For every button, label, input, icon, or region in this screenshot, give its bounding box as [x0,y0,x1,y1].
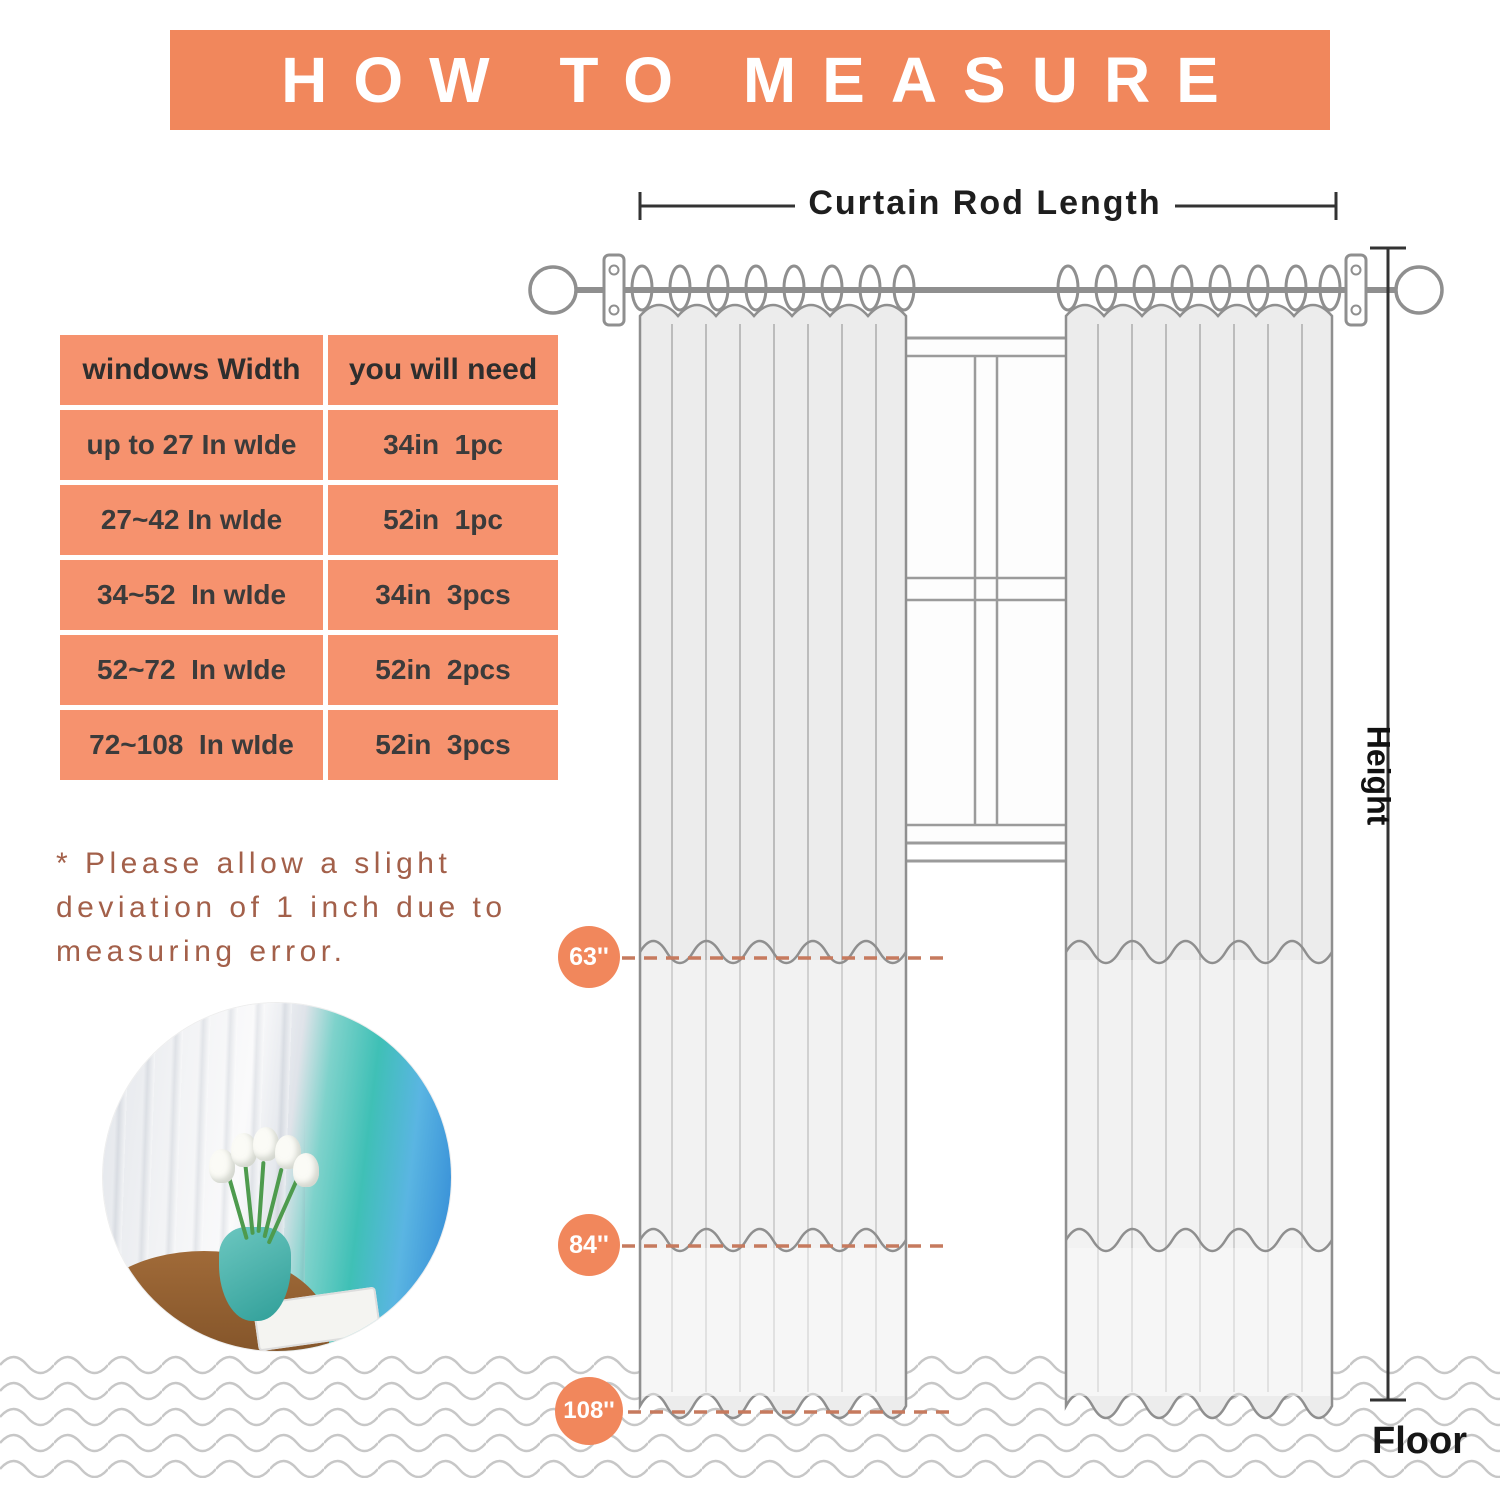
page-title: HOW TO MEASURE [281,44,1245,116]
note-line: deviation of 1 inch due to [56,891,507,924]
hem-wave-63 [638,939,908,965]
photo-tulip [293,1153,319,1187]
product-photo [103,1003,451,1351]
curtain-folds [1097,324,1303,1392]
table-cell-width: 72~108 In wIde [60,710,323,780]
table-cell-need: 34in 1pc [328,410,558,480]
size-table: windows Width you will need up to 27 In … [60,335,558,780]
table-cell-need: 34in 3pcs [328,560,558,630]
table-cell-width: 27~42 In wIde [60,485,323,555]
table-header-width: windows Width [60,335,323,405]
floor-label: Floor [1372,1420,1467,1462]
photo-tulip [253,1127,279,1161]
photo-tulip [209,1149,235,1183]
hem-wave-84 [1064,1227,1334,1253]
rod-finial-right [1394,265,1444,315]
table-cell-width: 34~52 In wIde [60,560,323,630]
curtain-panel-right [1064,303,1334,1420]
measuring-note: * Please allow a slight deviation of 1 i… [56,842,507,974]
table-cell-need: 52in 1pc [328,485,558,555]
rod-length-measure-line [638,192,1338,220]
table-cell-need: 52in 2pcs [328,635,558,705]
grommet-rings [630,264,1342,312]
rod-bracket-right [1344,253,1368,327]
length-badge-63: 63'' [558,926,620,988]
curtain-rod [528,253,1444,327]
photo-tulip [231,1133,257,1167]
length-badge-108: 108'' [555,1377,623,1445]
title-banner: HOW TO MEASURE [170,30,1330,130]
height-label: Height [1360,725,1397,826]
rod-bracket-left [602,253,626,327]
photo-teal-vase [219,1227,291,1321]
curtain-folds [671,324,877,1392]
hem-wave-63 [1064,939,1334,965]
table-cell-need: 52in 3pcs [328,710,558,780]
hem-wave-84 [638,1227,908,1253]
table-cell-width: 52~72 In wIde [60,635,323,705]
length-marker-lines [622,956,950,1414]
rod-length-label: Curtain Rod Length [808,184,1162,222]
note-line: * Please allow a slight [56,847,452,880]
length-badge-84: 84'' [558,1214,620,1276]
curtain-panel-left [638,303,908,1420]
table-cell-width: up to 27 In wIde [60,410,323,480]
height-measure-line [1370,246,1406,1402]
rod-finial-left [528,265,578,315]
note-line: measuring error. [56,935,347,968]
table-header-need: you will need [328,335,558,405]
